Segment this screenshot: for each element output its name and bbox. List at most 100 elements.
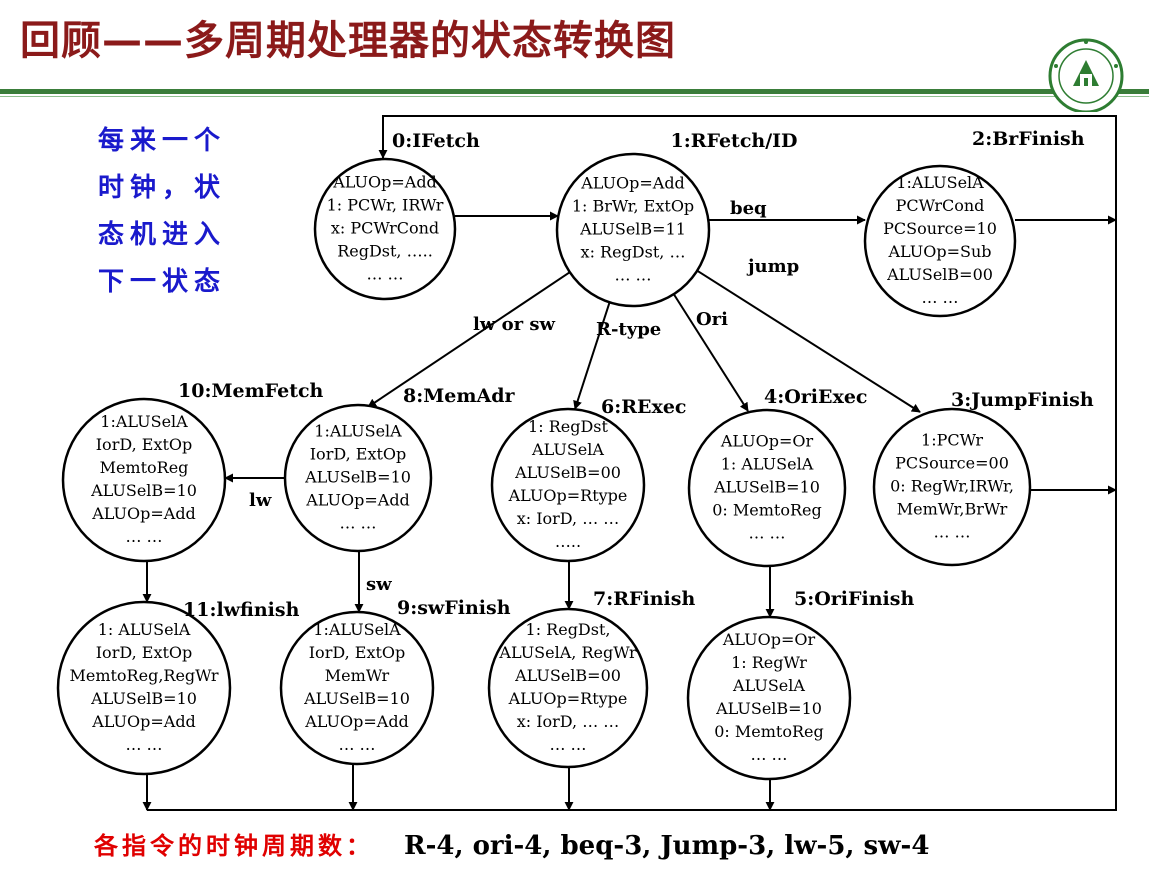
return-bus-line bbox=[147, 115, 1117, 811]
edge-label: lw or sw bbox=[473, 314, 555, 335]
state-circle bbox=[61, 397, 227, 563]
state-action-line: ALUOp=Add bbox=[332, 173, 437, 192]
edge-line bbox=[696, 269, 921, 413]
title-rule-thin bbox=[0, 96, 1149, 97]
state-action-line: ALUSelB=00 bbox=[886, 265, 993, 284]
state-action-line: ALUOp=Add bbox=[305, 491, 410, 510]
state-action-line: MemtoReg,RegWr bbox=[69, 666, 218, 685]
state-label: 8:MemAdr bbox=[403, 385, 515, 407]
state-action-line: ALUSelB=10 bbox=[90, 689, 197, 708]
edge-label: jump bbox=[746, 256, 799, 277]
state-circle bbox=[487, 607, 649, 769]
state-circle bbox=[313, 157, 457, 301]
state-action-line: 1: RegWr bbox=[731, 653, 807, 672]
edge-rfetch-brfinish: beq bbox=[709, 198, 866, 225]
state-action-line: IorD, ExtOp bbox=[310, 445, 407, 464]
clock-note-line: 每来一个 bbox=[98, 126, 227, 156]
state-action-line: 1: RegDst, bbox=[526, 620, 611, 639]
state-action-line: 1:ALUSelA bbox=[313, 620, 401, 639]
edge-line bbox=[573, 301, 611, 410]
state-action-line: ALUSelB=10 bbox=[303, 689, 410, 708]
title-rule bbox=[0, 89, 1149, 94]
state-action-line: ALUSelB=11 bbox=[579, 220, 686, 239]
state-label: 4:OriExec bbox=[764, 386, 867, 408]
state-label: 5:OriFinish bbox=[794, 588, 914, 610]
state-action-line: x: PCWrCond bbox=[331, 219, 439, 238]
state-action-line: 1:ALUSelA bbox=[100, 412, 188, 431]
cycle-summary-prefix: 各指令的时钟周期数： bbox=[94, 832, 374, 860]
state-action-line: 0: RegWr,IRWr, bbox=[890, 477, 1014, 496]
state-action-line: ALUSelB=00 bbox=[514, 666, 621, 685]
state-action-line: ALUSelB=00 bbox=[514, 463, 621, 482]
university-seal-logo bbox=[1048, 38, 1124, 112]
state-action-line: MemtoReg bbox=[100, 458, 189, 477]
state-action-line: ALUSelA bbox=[732, 676, 805, 695]
state-action-line: … … bbox=[338, 735, 375, 754]
state-action-line: 1: ALUSelA bbox=[98, 620, 191, 639]
state-action-line: PCSource=00 bbox=[895, 454, 1009, 473]
state-label: 7:RFinish bbox=[593, 588, 695, 610]
cycle-summary-values: R-4, ori-4, beq-3, Jump-3, lw-5, sw-4 bbox=[404, 831, 930, 861]
state-rfinish: 7:RFinish 1: RegDst, ALUSelA, RegWrALUSelB… bbox=[487, 588, 695, 769]
state-action-line: … … bbox=[125, 735, 162, 754]
edge-label: R-type bbox=[596, 319, 661, 340]
state-action-line: ALUOp=Rtype bbox=[508, 486, 628, 505]
state-circle bbox=[283, 403, 433, 553]
state-action-line: … … bbox=[750, 745, 787, 764]
state-label: 0:IFetch bbox=[392, 130, 480, 152]
state-action-line: 1:PCWr bbox=[921, 431, 983, 450]
edge-line bbox=[367, 271, 571, 408]
state-action-line: … … bbox=[933, 523, 970, 542]
state-action-line: 0: MemtoReg bbox=[714, 722, 824, 741]
state-action-line: ALUOp=Add bbox=[580, 174, 685, 193]
cycle-summary: 各指令的时钟周期数： R-4, ori-4, beq-3, Jump-3, lw-… bbox=[94, 826, 929, 861]
clock-note: 每来一个 时钟，状 态机进入 下一状态 bbox=[98, 118, 258, 306]
state-circle bbox=[687, 408, 847, 568]
state-action-line: IorD, ExtOp bbox=[96, 435, 193, 454]
state-circle bbox=[56, 600, 232, 776]
state-action-line: IorD, ExtOp bbox=[96, 643, 193, 662]
state-label: 3:JumpFinish bbox=[951, 389, 1094, 411]
state-circle bbox=[686, 615, 852, 781]
state-action-line: … … bbox=[549, 735, 586, 754]
state-action-line: ….. bbox=[555, 532, 581, 551]
edge-label: Ori bbox=[696, 309, 728, 330]
state-action-line: ALUOp=Sub bbox=[887, 242, 991, 261]
state-action-line: … … bbox=[921, 288, 958, 307]
edge-rfetch-rexec: R-type bbox=[573, 301, 661, 410]
state-action-line: ALUSelB=10 bbox=[713, 478, 820, 497]
state-label: 9:swFinish bbox=[397, 597, 511, 619]
edge-line bbox=[672, 293, 749, 412]
state-action-line: … … bbox=[366, 265, 403, 284]
state-label: 2:BrFinish bbox=[972, 128, 1085, 150]
clock-note-line: 态机进入 bbox=[98, 220, 227, 250]
edge-label: sw bbox=[366, 574, 392, 595]
return-bus bbox=[147, 115, 1117, 811]
state-action-line: ALUOp=Or bbox=[720, 432, 814, 451]
state-action-line: 0: MemtoReg bbox=[712, 501, 822, 520]
state-label: 10:MemFetch bbox=[178, 380, 324, 402]
state-action-line: x: IorD, … … bbox=[517, 712, 620, 731]
state-action-line: ALUOp=Add bbox=[304, 712, 409, 731]
state-label: 11:lwfinish bbox=[183, 599, 300, 621]
state-action-line: MemWr bbox=[325, 666, 390, 685]
edge-rfetch-jumpfinish: jump bbox=[696, 256, 921, 413]
state-action-line: ALUSelA, RegWr bbox=[498, 643, 637, 662]
state-action-line: ALUOp=Rtype bbox=[508, 689, 628, 708]
clock-note-line: 时钟，状 bbox=[98, 173, 227, 203]
edge-rfetch-memadr: lw or sw bbox=[367, 271, 571, 408]
state-circle bbox=[872, 407, 1032, 567]
state-action-line: 1: RegDst bbox=[528, 417, 608, 436]
state-action-line: x: IorD, … … bbox=[517, 509, 620, 528]
state-circle bbox=[490, 407, 646, 563]
state-action-line: ALUSelB=10 bbox=[304, 468, 411, 487]
state-action-line: 1: ALUSelA bbox=[721, 455, 814, 474]
